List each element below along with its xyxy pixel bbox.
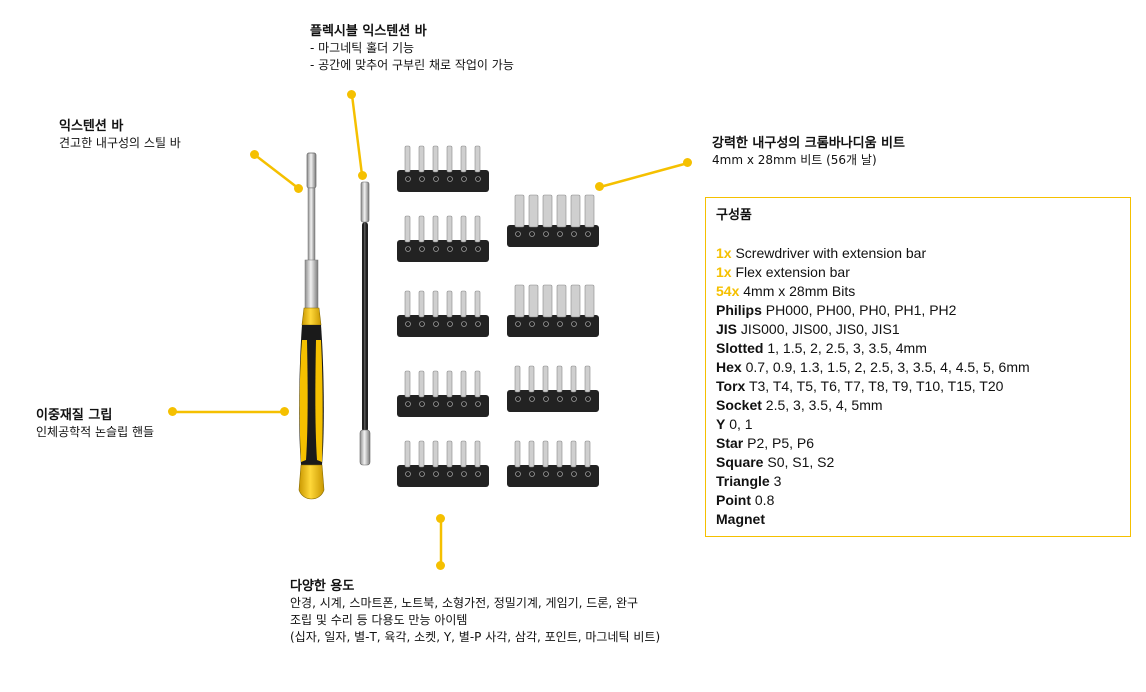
spec-row: Star P2, P5, P6 (716, 434, 1120, 453)
spec-row: Point 0.8 (716, 491, 1120, 510)
bit-tray (507, 440, 599, 487)
spec-label: Star (716, 435, 744, 451)
callout-dot-extension-start (250, 150, 259, 159)
item-qty: 1x (716, 264, 732, 280)
spec-label: Magnet (716, 511, 765, 527)
callout-bits: 강력한 내구성의 크롬바나디움 비트 4mm x 28mm 비트 (56개 날) (712, 135, 905, 169)
spec-label: Philips (716, 302, 762, 318)
spec-label: Socket (716, 397, 762, 413)
bit-trays-image (397, 145, 599, 487)
bit-tray (397, 145, 489, 192)
callout-dot-extension-end (294, 184, 303, 193)
spec-row: Y 0, 1 (716, 415, 1120, 434)
spec-label: Point (716, 492, 751, 508)
bit-tray (397, 370, 489, 417)
item-text: Flex extension bar (731, 264, 850, 280)
spec-row: Triangle 3 (716, 472, 1120, 491)
spec-value: 1, 1.5, 2, 2.5, 3, 3.5, 4mm (763, 340, 927, 356)
bit-tray (397, 215, 489, 262)
callout-dot-flex-end (358, 171, 367, 180)
callout-dot-uses-start (436, 514, 445, 523)
callout-dot-bits-start (683, 158, 692, 167)
spec-label: Torx (716, 378, 746, 394)
contents-item: 1x Screwdriver with extension bar (716, 244, 1120, 263)
contents-item: 1x Flex extension bar (716, 263, 1120, 282)
callout-dot-grip-end (280, 407, 289, 416)
flex-bar-image (359, 181, 371, 466)
callout-dot-bits-end (595, 182, 604, 191)
callout-desc: 인체공학적 논슬립 핸들 (36, 425, 155, 439)
bit-tray (507, 194, 599, 247)
spec-value: 2.5, 3, 3.5, 4, 5mm (761, 397, 883, 413)
callout-line: - 공간에 맞추어 구부린 채로 작업이 가능 (310, 58, 514, 72)
callout-title: 익스텐션 바 (59, 119, 124, 134)
callout-line: 조립 및 수리 등 다용도 만능 아이템 (290, 613, 468, 627)
spec-value: 0, 1 (725, 416, 753, 432)
spec-row: Socket 2.5, 3, 3.5, 4, 5mm (716, 396, 1120, 415)
callout-desc: 4mm x 28mm 비트 (56개 날) (712, 153, 877, 167)
callout-line: 안경, 시계, 스마트폰, 노트북, 소형가전, 정밀기계, 게임기, 드론, … (290, 596, 639, 610)
bit-tray (397, 290, 489, 337)
spec-label: Y (716, 416, 726, 432)
contents-heading: 구성품 (716, 208, 752, 223)
spec-row: Hex 0.7, 0.9, 1.3, 1.5, 2, 2.5, 3, 3.5, … (716, 358, 1120, 377)
bit-tray (397, 440, 489, 487)
callout-title: 플렉시블 익스텐션 바 (310, 24, 427, 39)
item-qty: 54x (716, 283, 740, 299)
spec-value: S0, S1, S2 (763, 454, 835, 470)
spec-value: JIS000, JIS00, JIS0, JIS1 (737, 321, 900, 337)
callout-title: 강력한 내구성의 크롬바나디움 비트 (712, 136, 905, 151)
spec-label: Triangle (716, 473, 770, 489)
spec-label: Slotted (716, 340, 764, 356)
spec-value: 3 (769, 473, 782, 489)
item-qty: 1x (716, 245, 732, 261)
spec-row: Square S0, S1, S2 (716, 453, 1120, 472)
spec-value: PH000, PH00, PH0, PH1, PH2 (761, 302, 957, 318)
brand-label: STANLEY (308, 388, 317, 425)
spec-label: Hex (716, 359, 742, 375)
callout-grip: 이중재질 그립 인체공학적 논슬립 핸들 (36, 407, 154, 441)
bit-tray (507, 284, 599, 337)
spec-value: 0.8 (751, 492, 775, 508)
callout-desc: 견고한 내구성의 스틸 바 (59, 136, 181, 150)
spec-row: Torx T3, T4, T5, T6, T7, T8, T9, T10, T1… (716, 377, 1120, 396)
spec-value: T3, T4, T5, T6, T7, T8, T9, T10, T15, T2… (745, 378, 1004, 394)
screwdriver-image: STANLEY (298, 152, 325, 500)
spec-label: JIS (716, 321, 738, 337)
callout-line: - 마그네틱 홀더 기능 (310, 41, 415, 55)
callout-dot-grip-start (168, 407, 177, 416)
callout-title: 다양한 용도 (290, 579, 355, 594)
spec-label: Square (716, 454, 764, 470)
callout-flex-bar: 플렉시블 익스텐션 바 - 마그네틱 홀더 기능 - 공간에 맞추어 구부린 채… (310, 23, 514, 74)
callout-dot-flex-start (347, 90, 356, 99)
spec-row: Magnet (716, 510, 1120, 529)
item-text: Screwdriver with extension bar (731, 245, 927, 261)
spec-value: P2, P5, P6 (743, 435, 815, 451)
callout-extension-bar: 익스텐션 바 견고한 내구성의 스틸 바 (59, 118, 181, 152)
spec-value: 0.7, 0.9, 1.3, 1.5, 2, 2.5, 3, 3.5, 4, 4… (741, 359, 1030, 375)
callout-uses: 다양한 용도 안경, 시계, 스마트폰, 노트북, 소형가전, 정밀기계, 게임… (290, 578, 660, 646)
bit-tray (507, 365, 599, 412)
spec-row: Philips PH000, PH00, PH0, PH1, PH2 (716, 301, 1120, 320)
spec-row: Slotted 1, 1.5, 2, 2.5, 3, 3.5, 4mm (716, 339, 1120, 358)
callout-title: 이중재질 그립 (36, 408, 113, 423)
contents-item: 54x 4mm x 28mm Bits (716, 282, 1120, 301)
callout-dot-uses-end (436, 561, 445, 570)
callout-line: (십자, 일자, 별-T, 육각, 소켓, Y, 별-P 사각, 삼각, 포인트… (290, 630, 661, 644)
item-text: 4mm x 28mm Bits (739, 283, 856, 299)
spec-row: JIS JIS000, JIS00, JIS0, JIS1 (716, 320, 1120, 339)
